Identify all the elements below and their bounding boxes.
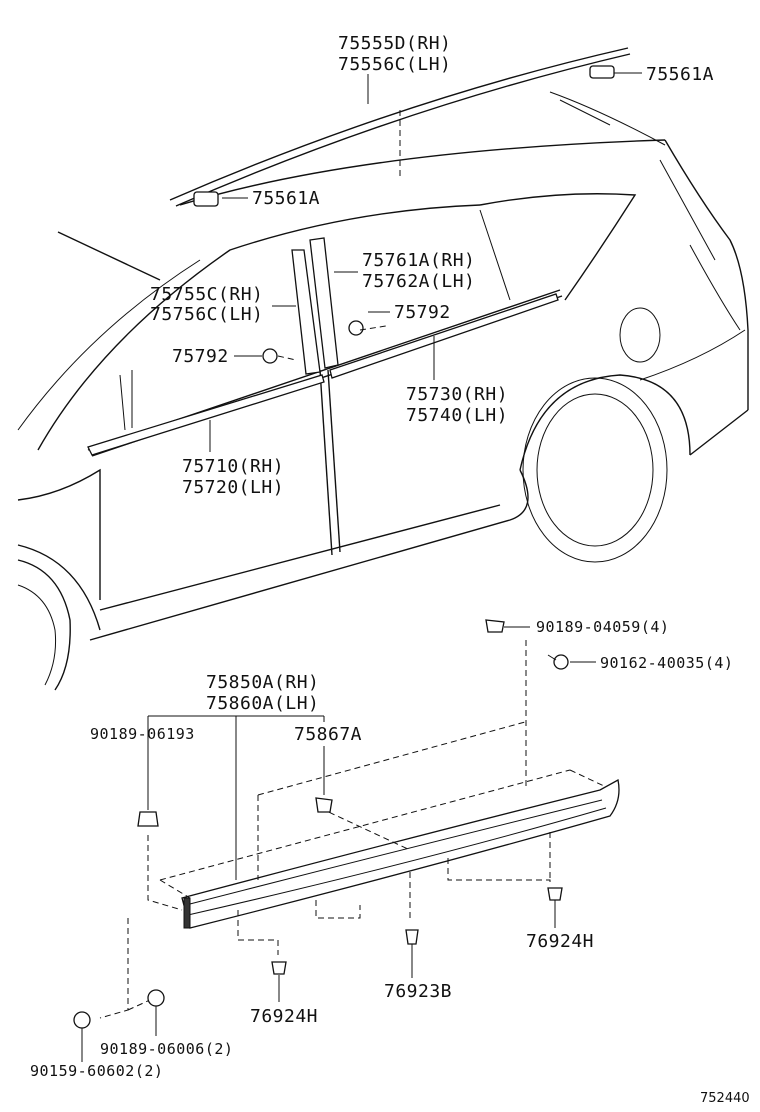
rocker-molding-drawing xyxy=(73,619,620,1062)
label-rocker-lh: 75860A(LH) xyxy=(206,693,319,714)
label-clip-roof-top: 75561A xyxy=(646,64,714,85)
label-rear-pillar-rh: 75761A(RH) xyxy=(362,250,475,271)
label-rear-belt-rh: 75730(RH) xyxy=(406,384,508,405)
label-rear-pillar-lh: 75762A(LH) xyxy=(362,271,475,292)
label-clip-bottom: 90189-06006(2) xyxy=(100,1040,233,1058)
label-screw-bottom: 90159-60602(2) xyxy=(30,1062,163,1080)
label-front-belt-lh: 75720(LH) xyxy=(182,477,284,498)
car-body-outline xyxy=(17,47,749,691)
label-clip-b: 75867A xyxy=(294,724,362,745)
label-clip-h-right: 76924H xyxy=(526,931,594,952)
label-front-pillar-rh: 75755C(RH) xyxy=(150,284,263,305)
figure-id: 752440 xyxy=(700,1091,750,1106)
label-rear-belt-lh: 75740(LH) xyxy=(406,405,508,426)
label-clip-top: 90189-04059(4) xyxy=(536,618,669,636)
label-clip-roof-left: 75561A xyxy=(252,188,320,209)
label-clip-front: 75792 xyxy=(172,346,229,367)
label-roof-molding-rh: 75555D(RH) xyxy=(338,33,451,54)
label-clip-h-left: 76924H xyxy=(250,1006,318,1027)
label-clip-b-mid: 76923B xyxy=(384,981,452,1002)
label-roof-molding-lh: 75556C(LH) xyxy=(338,54,451,75)
upper-leader-lines xyxy=(209,72,642,452)
label-clip-a: 90189-06193 xyxy=(90,725,195,743)
label-front-pillar-lh: 75756C(LH) xyxy=(150,304,263,325)
label-rocker-rh: 75850A(RH) xyxy=(206,672,319,693)
label-clip-rear: 75792 xyxy=(394,302,451,323)
label-screw-top: 90162-40035(4) xyxy=(600,654,733,672)
label-front-belt-rh: 75710(RH) xyxy=(182,456,284,477)
